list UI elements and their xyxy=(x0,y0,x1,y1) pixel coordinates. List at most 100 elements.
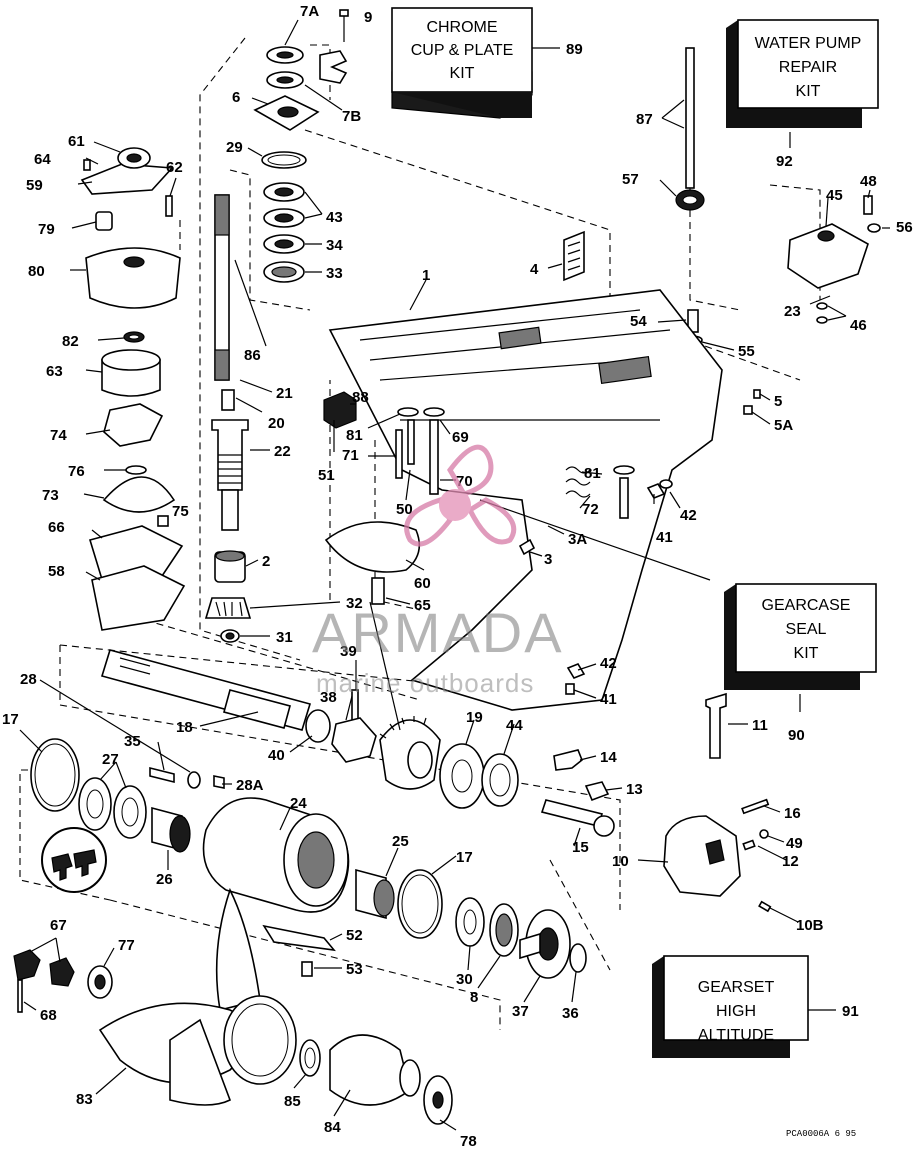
callout-11: 11 xyxy=(752,717,768,734)
kit-water-pump-line2: REPAIR xyxy=(779,59,837,76)
callout-34: 34 xyxy=(326,237,343,254)
callout-12: 12 xyxy=(782,853,799,870)
callout-43: 43 xyxy=(326,209,343,226)
callout-10: 10 xyxy=(612,853,629,870)
callout-3: 3 xyxy=(544,551,552,568)
callout-37: 37 xyxy=(512,1003,529,1020)
callout-45: 45 xyxy=(826,187,843,204)
callout-31: 31 xyxy=(276,629,293,646)
callout-40: 40 xyxy=(268,747,285,764)
callout-18: 18 xyxy=(176,719,193,736)
callout-24: 24 xyxy=(290,795,307,812)
callout-83: 83 xyxy=(76,1091,93,1108)
callout-89: 89 xyxy=(566,41,583,58)
callout-80: 80 xyxy=(28,263,45,280)
callout-6: 6 xyxy=(232,89,240,106)
callout-1: 1 xyxy=(422,267,430,284)
callout-28: 28 xyxy=(20,671,37,688)
callout-86: 86 xyxy=(244,347,261,364)
callout-78: 78 xyxy=(460,1133,477,1150)
callout-36: 36 xyxy=(562,1005,579,1022)
kit-gearset-line1: GEARSET xyxy=(698,979,775,996)
kit-chrome-line3: KIT xyxy=(450,65,475,82)
callout-59: 59 xyxy=(26,177,43,194)
callout-17-right: 17 xyxy=(456,849,473,866)
callout-71: 71 xyxy=(342,447,359,464)
callout-10b: 10B xyxy=(796,917,824,934)
callout-38: 38 xyxy=(320,689,337,706)
callout-77: 77 xyxy=(118,937,135,954)
watermark-main: ARMADA xyxy=(312,601,564,664)
callout-62: 62 xyxy=(166,159,183,176)
callout-54: 54 xyxy=(630,313,647,330)
callout-22: 22 xyxy=(274,443,291,460)
callout-labels: 7A 9 6 7B 29 43 34 33 86 21 20 22 2 32 3… xyxy=(2,3,913,1150)
parts-illustrations xyxy=(13,9,881,1125)
kit-box-gearset: GEARSET HIGH ALTITUDE 91 xyxy=(652,955,859,1058)
callout-51: 51 xyxy=(318,467,335,484)
callout-23: 23 xyxy=(784,303,801,320)
kit-gearcase-seal-line3: KIT xyxy=(794,645,819,662)
kit-water-pump-line3: KIT xyxy=(796,83,821,100)
kit-chrome-line2: CUP & PLATE xyxy=(411,42,514,59)
callout-20: 20 xyxy=(268,415,285,432)
callout-46: 46 xyxy=(850,317,867,334)
callout-92: 92 xyxy=(776,153,793,170)
callout-32-upper: 32 xyxy=(346,595,363,612)
callout-26: 26 xyxy=(156,871,173,888)
callout-3a: 3A xyxy=(568,531,587,548)
callout-61: 61 xyxy=(68,133,85,150)
kit-chrome-line1: CHROME xyxy=(426,19,497,36)
callout-64: 64 xyxy=(34,151,51,168)
callout-50: 50 xyxy=(396,501,413,518)
callout-39: 39 xyxy=(340,643,357,660)
watermark: ARMADA marine outboards xyxy=(312,444,564,698)
callout-42-lower: 42 xyxy=(600,655,617,672)
callout-19: 19 xyxy=(466,709,483,726)
callout-17-left: 17 xyxy=(2,711,19,728)
footer-code: PCA0006A 6 95 xyxy=(786,1129,856,1139)
callout-63: 63 xyxy=(46,363,63,380)
callout-41-upper: 41 xyxy=(656,529,673,546)
callout-42-upper: 42 xyxy=(680,507,697,524)
callout-79: 79 xyxy=(38,221,55,238)
callout-33: 33 xyxy=(326,265,343,282)
callout-5a: 5A xyxy=(774,417,793,434)
callout-81-left: 81 xyxy=(346,427,363,444)
callout-5: 5 xyxy=(774,393,782,410)
callout-53: 53 xyxy=(346,961,363,978)
callout-7a: 7A xyxy=(300,3,319,20)
callout-81-right: 81 xyxy=(584,465,601,482)
callout-84: 84 xyxy=(324,1119,341,1136)
callout-57: 57 xyxy=(622,171,639,188)
callout-9: 9 xyxy=(364,9,372,26)
callout-85: 85 xyxy=(284,1093,301,1110)
kit-gearcase-seal-line1: GEARCASE xyxy=(762,597,851,614)
callout-30: 30 xyxy=(456,971,473,988)
callout-66: 66 xyxy=(48,519,65,536)
kit-box-gearcase-seal: GEARCASE SEAL KIT 90 xyxy=(724,583,877,744)
callout-55: 55 xyxy=(738,343,755,360)
callout-13: 13 xyxy=(626,781,643,798)
leader-lines xyxy=(19,19,890,1131)
callout-52: 52 xyxy=(346,927,363,944)
callout-29: 29 xyxy=(226,139,243,156)
callout-68: 68 xyxy=(40,1007,57,1024)
callout-4: 4 xyxy=(530,261,539,278)
callout-8: 8 xyxy=(470,989,478,1006)
callout-65: 65 xyxy=(414,597,431,614)
callout-41-lower: 41 xyxy=(600,691,617,708)
callout-76: 76 xyxy=(68,463,85,480)
callout-49: 49 xyxy=(786,835,803,852)
callout-48: 48 xyxy=(860,173,877,190)
callout-73: 73 xyxy=(42,487,59,504)
callout-16: 16 xyxy=(784,805,801,822)
kit-box-water-pump: WATER PUMP REPAIR KIT 92 xyxy=(726,19,879,170)
callout-69: 69 xyxy=(452,429,469,446)
kit-box-chrome: CHROME CUP & PLATE KIT 89 xyxy=(391,7,583,119)
callout-67: 67 xyxy=(50,917,67,934)
watermark-sub: marine outboards xyxy=(316,668,534,698)
callout-15: 15 xyxy=(572,839,589,856)
callout-82: 82 xyxy=(62,333,79,350)
callout-44: 44 xyxy=(506,717,523,734)
